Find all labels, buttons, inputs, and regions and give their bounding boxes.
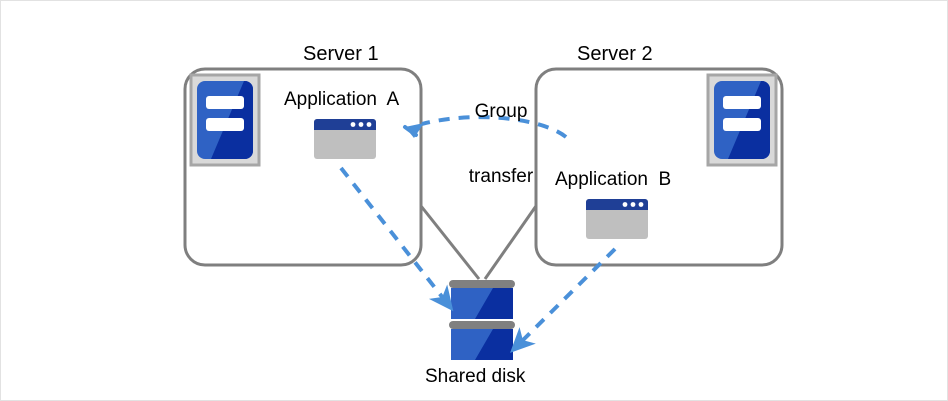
server-icon-1 bbox=[189, 73, 261, 167]
shared-disk-icon[interactable] bbox=[449, 280, 515, 360]
server-1-title: Server 1 bbox=[303, 43, 379, 65]
group-transfer-arrow bbox=[403, 115, 568, 139]
group-transfer-label-line1: Group bbox=[474, 100, 528, 122]
shared-disk-label: Shared disk bbox=[425, 366, 526, 387]
server-2-to-disk-line bbox=[483, 205, 538, 280]
app-window-b[interactable] bbox=[586, 199, 648, 239]
server-icon-2 bbox=[706, 73, 778, 167]
app-b-to-disk-arrow bbox=[510, 247, 617, 353]
group-transfer-label-line2: transfer bbox=[468, 166, 534, 188]
app-window-a[interactable] bbox=[314, 119, 376, 159]
server-2-title: Server 2 bbox=[577, 43, 653, 65]
group-transfer-label: Group transfer bbox=[451, 57, 551, 232]
app-a-to-disk-arrow bbox=[339, 166, 454, 312]
server-1-to-disk-line bbox=[419, 205, 481, 280]
application-b-label: Application B bbox=[555, 169, 672, 190]
application-a-label: Application A bbox=[284, 89, 400, 110]
